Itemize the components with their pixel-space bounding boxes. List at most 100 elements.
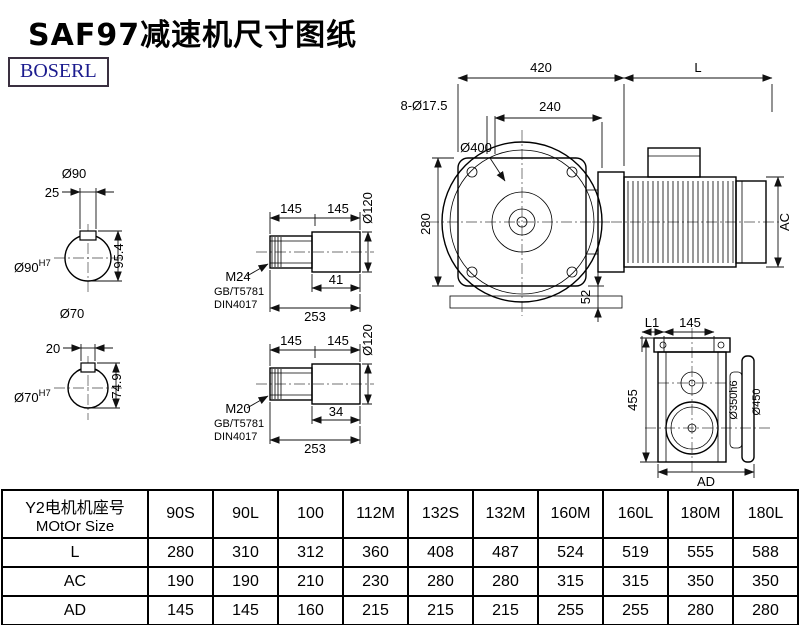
- dim-dia-90: Ø90: [62, 166, 87, 181]
- thread-hatch: [271, 369, 282, 399]
- table-row-AC: AC 190 190 210 230 280 280 315 315 350 3…: [1, 566, 799, 597]
- table-cell: 132S: [407, 489, 474, 539]
- table-header-motor-size: Y2电机机座号 MOtOr Size: [1, 489, 149, 539]
- table-cell: 90S: [147, 489, 214, 539]
- dim-key-height: 74.9: [109, 373, 124, 398]
- dim-thread-len: 34: [329, 404, 343, 419]
- technical-drawing: 25 Ø90 95.4 Ø90H7 20 Ø70 74.9 Ø70H7: [14, 60, 792, 489]
- table-cell: 350: [732, 566, 799, 597]
- row-label: AC: [1, 566, 149, 597]
- housing-base: [449, 295, 623, 309]
- standard-din: DIN4017: [214, 431, 257, 443]
- dim-L: L: [694, 60, 701, 75]
- flange-circle: [441, 141, 603, 303]
- dim-len1: 145: [280, 333, 302, 348]
- standard-din: DIN4017: [214, 299, 257, 311]
- bolt-holes-label: 8-Ø17.5: [401, 98, 448, 113]
- table-cell: 230: [342, 566, 409, 597]
- table-cell: 160: [277, 595, 344, 625]
- bolt-hole: [566, 166, 578, 178]
- table-cell: 280: [732, 595, 799, 625]
- bolt-hole: [659, 341, 667, 349]
- dim-145: 145: [679, 315, 701, 330]
- cooling-fins: [627, 181, 734, 263]
- bolt-hole: [466, 266, 478, 278]
- output-bore: [665, 401, 719, 455]
- dim-key-width: 20: [46, 341, 60, 356]
- dim-key-height: 95.4: [111, 243, 126, 268]
- table-cell: 310: [212, 537, 279, 568]
- dim-flange-dia: Ø450: [751, 389, 763, 416]
- table-header-row: Y2电机机座号 MOtOr Size 90S 90L 100 112M 132S…: [1, 489, 799, 539]
- row-label: AD: [1, 595, 149, 625]
- flange-spigot: [729, 371, 743, 449]
- dim-total-len: 253: [304, 309, 326, 324]
- table-cell: 315: [537, 566, 604, 597]
- table-cell: 555: [667, 537, 734, 568]
- table-cell: 190: [147, 566, 214, 597]
- table-cell: 280: [147, 537, 214, 568]
- table-cell: 112M: [342, 489, 409, 539]
- table-cell: 145: [212, 595, 279, 625]
- table-cell: 215: [407, 595, 474, 625]
- dim-AD: AD: [697, 474, 715, 489]
- table-cell: 350: [667, 566, 734, 597]
- table-cell: 90L: [212, 489, 279, 539]
- header-line1: Y2电机机座号: [25, 499, 125, 517]
- brand-logo: BOSERL: [8, 57, 109, 87]
- dim-key-width: 25: [45, 185, 59, 200]
- dim-240: 240: [539, 99, 561, 114]
- table-cell: 160L: [602, 489, 669, 539]
- dim-dia-70: Ø70: [60, 306, 85, 321]
- dim-spigot-dia: Ø350h6: [728, 380, 740, 419]
- table-cell: 524: [537, 537, 604, 568]
- dim-len2: 145: [327, 333, 349, 348]
- shaft-side-view-top: 145 145 Ø120 M24 GB/T5781 DIN4017 41 253: [214, 192, 375, 324]
- row-label: L: [1, 537, 149, 568]
- motor-size-table: Y2电机机座号 MOtOr Size 90S 90L 100 112M 132S…: [1, 489, 799, 625]
- dim-dia-120: Ø120: [360, 324, 375, 356]
- standard-gb: GB/T5781: [214, 286, 264, 298]
- table-cell: 132M: [472, 489, 539, 539]
- table-cell: 210: [277, 566, 344, 597]
- bolt-hole: [466, 166, 478, 178]
- thread-hatch: [271, 237, 282, 267]
- shaft-end-view-bottom: 20 Ø70 74.9 Ø70H7: [14, 306, 124, 420]
- table-cell: 160M: [537, 489, 604, 539]
- dim-280: 280: [418, 213, 433, 235]
- table-cell: 145: [147, 595, 214, 625]
- table-cell: 180L: [732, 489, 799, 539]
- dim-52: 52: [578, 290, 593, 304]
- table-cell: 255: [537, 595, 604, 625]
- table-cell: 215: [472, 595, 539, 625]
- table-cell: 190: [212, 566, 279, 597]
- page-title: SAF97减速机尺寸图纸: [28, 18, 358, 53]
- table-cell: 280: [667, 595, 734, 625]
- table-cell: 312: [277, 537, 344, 568]
- table-cell: 100: [277, 489, 344, 539]
- front-view: 420 L 8-Ø17.5 240 Ø400 280 52 AC: [401, 60, 792, 322]
- dim-L1: L1: [645, 315, 659, 330]
- bolt-hole: [566, 266, 578, 278]
- dim-flange-dia: Ø400: [460, 140, 492, 155]
- terminal-box: [647, 147, 701, 178]
- table-cell: 215: [342, 595, 409, 625]
- dim-total-len: 253: [304, 441, 326, 456]
- dim-dia-120: Ø120: [360, 192, 375, 224]
- dim-len1: 145: [280, 201, 302, 216]
- table-cell: 180M: [667, 489, 734, 539]
- fit-label-70: Ø70H7: [14, 388, 51, 405]
- fan-cover: [735, 180, 767, 264]
- table-cell: 255: [602, 595, 669, 625]
- dim-455: 455: [625, 389, 640, 411]
- table-cell: 280: [472, 566, 539, 597]
- table-cell: 588: [732, 537, 799, 568]
- table-row-L: L 280 310 312 360 408 487 524 519 555 58…: [1, 537, 799, 568]
- table-cell: 519: [602, 537, 669, 568]
- dim-AC: AC: [777, 213, 792, 231]
- standard-gb: GB/T5781: [214, 418, 264, 430]
- fit-label-90: Ø90H7: [14, 258, 51, 275]
- thread-label: M20: [225, 401, 250, 416]
- table-cell: 487: [472, 537, 539, 568]
